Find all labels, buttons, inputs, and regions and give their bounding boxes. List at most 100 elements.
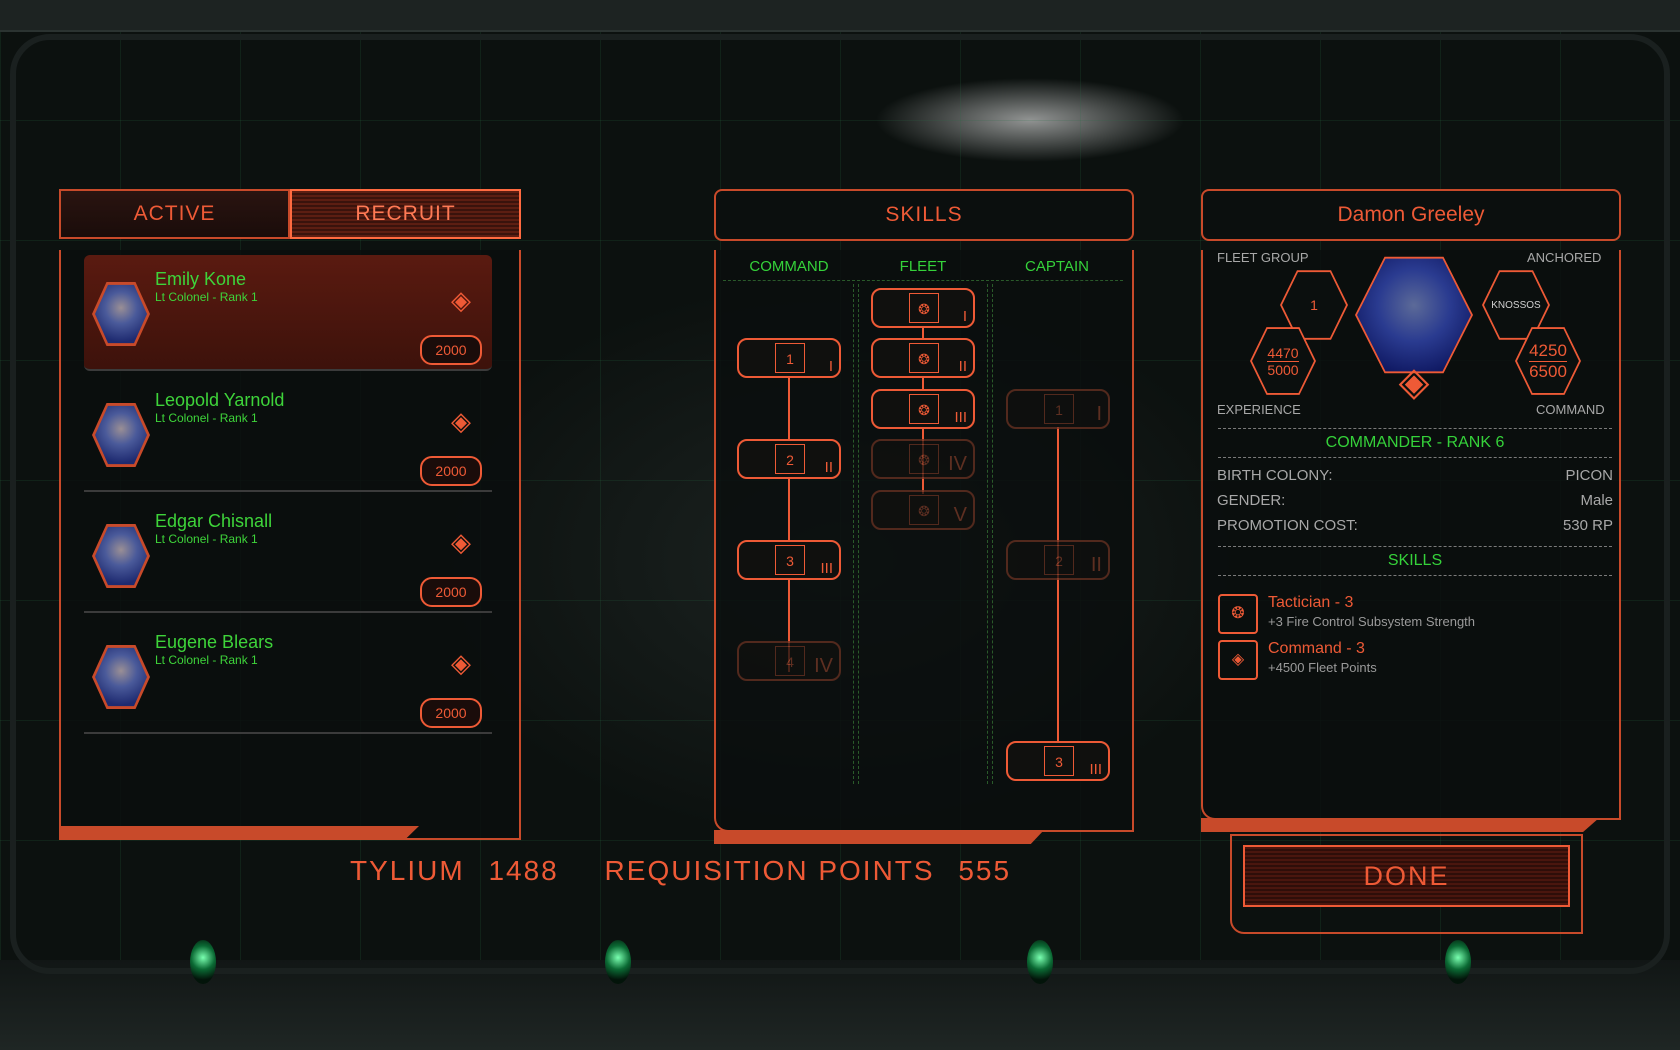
- command-skill-icon: 4: [775, 646, 805, 676]
- recruit-cost: 2000: [420, 698, 482, 728]
- recruit-row[interactable]: Emily Kone Lt Colonel - Rank 1 ◈ 2000: [84, 255, 492, 371]
- skill-tier: I: [962, 308, 967, 325]
- rank-insignia-icon: ◈: [451, 648, 471, 678]
- tylium-value: 1488: [488, 855, 559, 886]
- panel-accent: [714, 830, 1044, 844]
- skill-tier: IV: [814, 655, 833, 677]
- fleet-group-label: FLEET GROUP: [1217, 250, 1309, 265]
- command-icon: ◈: [1218, 640, 1258, 680]
- skill-node-command-3[interactable]: 3 III: [737, 540, 841, 580]
- skill-tier: II: [824, 459, 833, 476]
- bottom-frame-bar: [0, 960, 1680, 1050]
- tab-active[interactable]: ACTIVE: [59, 189, 290, 239]
- promotion-cost-label: PROMOTION COST:: [1217, 517, 1358, 534]
- skill-node-command-1[interactable]: 1 I: [737, 338, 841, 378]
- green-lamp-icon: [605, 940, 631, 984]
- tylium-label: TYLIUM: [350, 855, 465, 886]
- roster-tabs: ACTIVE RECRUIT: [59, 189, 521, 239]
- anchored-value: KNOSSOS: [1491, 299, 1541, 311]
- command-skill-icon: 2: [775, 444, 805, 474]
- green-lamp-icon: [1027, 940, 1053, 984]
- recruit-row[interactable]: Edgar Chisnall Lt Colonel - Rank 1 ◈ 200…: [84, 497, 492, 613]
- requisition-points-label: REQUISITION POINTS: [604, 855, 935, 886]
- command-max: 6500: [1529, 361, 1567, 381]
- command-label: COMMAND: [1536, 402, 1605, 417]
- birth-colony-value: PICON: [1565, 467, 1613, 484]
- recruit-name: Emily Kone: [155, 269, 247, 289]
- skill-node-fleet-1[interactable]: ❂ I: [871, 288, 975, 328]
- experience-hex: 4470 5000: [1250, 327, 1316, 395]
- done-button-frame: [1230, 834, 1583, 934]
- recruit-row[interactable]: Leopold Yarnold Lt Colonel - Rank 1 ◈ 20…: [84, 376, 492, 492]
- command-skill-icon: 3: [775, 545, 805, 575]
- recruit-rank: Lt Colonel - Rank 1: [155, 411, 258, 425]
- green-lamp-icon: [1445, 940, 1471, 984]
- recruit-name: Edgar Chisnall: [155, 511, 273, 531]
- resource-bar: TYLIUM 1488 REQUISITION POINTS 555: [350, 855, 1025, 887]
- skill-title: Tactician - 3: [1268, 594, 1354, 611]
- gender-value: Male: [1580, 492, 1613, 509]
- recruit-cost: 2000: [420, 577, 482, 607]
- skill-node-captain-3[interactable]: 3 III: [1006, 741, 1110, 781]
- skill-node-fleet-4[interactable]: ❂ IV: [871, 439, 975, 479]
- recruit-rank: Lt Colonel - Rank 1: [155, 532, 258, 546]
- birth-colony-label: BIRTH COLONY:: [1217, 467, 1333, 484]
- column-header-captain: CAPTAIN: [991, 254, 1123, 281]
- skill-connector: [1057, 427, 1059, 767]
- rank-insignia-icon: ◈: [451, 406, 471, 436]
- recruit-rank: Lt Colonel - Rank 1: [155, 290, 258, 304]
- tactician-skill-icon: ❂: [909, 444, 939, 474]
- skill-node-fleet-5[interactable]: ❂ V: [871, 490, 975, 530]
- skill-tier: I: [828, 358, 833, 375]
- commander-skill-item: ◈ Command - 3 +4500 Fleet Points: [1218, 640, 1618, 684]
- tactician-skill-icon: ❂: [909, 394, 939, 424]
- fleet-group-value: 1: [1310, 297, 1318, 313]
- recruit-row[interactable]: Eugene Blears Lt Colonel - Rank 1 ◈ 2000: [84, 618, 492, 734]
- experience-current: 4470: [1267, 344, 1299, 362]
- rank-insignia-icon: ◈: [451, 285, 471, 315]
- command-hex: 4250 6500: [1515, 327, 1581, 395]
- recruit-cost: 2000: [420, 335, 482, 365]
- tactician-icon: ❂: [1218, 594, 1258, 634]
- tactician-skill-icon: ❂: [909, 343, 939, 373]
- tactician-skill-icon: ❂: [909, 293, 939, 323]
- gender-row: GENDER: Male: [1217, 492, 1613, 509]
- skill-title: Command - 3: [1268, 640, 1365, 657]
- skill-tier: III: [820, 560, 833, 577]
- skill-description: +4500 Fleet Points: [1268, 660, 1377, 675]
- skill-tier: IV: [948, 453, 967, 475]
- experience-label: EXPERIENCE: [1217, 402, 1301, 417]
- tactician-skill-icon: ❂: [909, 495, 939, 525]
- panel-accent: [59, 826, 419, 840]
- commander-skills-header: SKILLS: [1218, 546, 1612, 576]
- skill-connector: [788, 377, 790, 672]
- done-button[interactable]: DONE: [1243, 845, 1570, 907]
- skill-node-fleet-3[interactable]: ❂ III: [871, 389, 975, 429]
- commander-rank-insignia-icon: ◈: [1398, 360, 1430, 404]
- tab-recruit[interactable]: RECRUIT: [290, 189, 521, 239]
- promotion-cost-value: 530 RP: [1562, 517, 1613, 534]
- skill-node-command-2[interactable]: 2 II: [737, 439, 841, 479]
- skill-tier: III: [954, 409, 967, 426]
- captain-skill-icon: 2: [1044, 545, 1074, 575]
- recruit-portrait: [92, 403, 150, 467]
- column-divider: [853, 284, 859, 784]
- gender-label: GENDER:: [1217, 492, 1286, 509]
- recruit-cost: 2000: [420, 456, 482, 486]
- panel-accent: [1201, 818, 1599, 832]
- skill-tier: V: [953, 504, 967, 526]
- skill-tier: II: [958, 358, 967, 375]
- skill-node-command-4[interactable]: 4 IV: [737, 641, 841, 681]
- skill-node-captain-1[interactable]: 1 I: [1006, 389, 1110, 429]
- skill-node-fleet-2[interactable]: ❂ II: [871, 338, 975, 378]
- commander-name: Damon Greeley: [1201, 189, 1621, 241]
- screen-bezel: [10, 34, 1670, 974]
- rank-insignia-icon: ◈: [451, 527, 471, 557]
- recruit-portrait: [92, 524, 150, 588]
- captain-skill-icon: 3: [1044, 746, 1074, 776]
- recruit-portrait: [92, 282, 150, 346]
- column-header-fleet: FLEET: [857, 254, 989, 281]
- commander-skill-item: ❂ Tactician - 3 +3 Fire Control Subsyste…: [1218, 594, 1618, 638]
- skill-node-captain-2[interactable]: 2 II: [1006, 540, 1110, 580]
- column-divider: [987, 284, 993, 784]
